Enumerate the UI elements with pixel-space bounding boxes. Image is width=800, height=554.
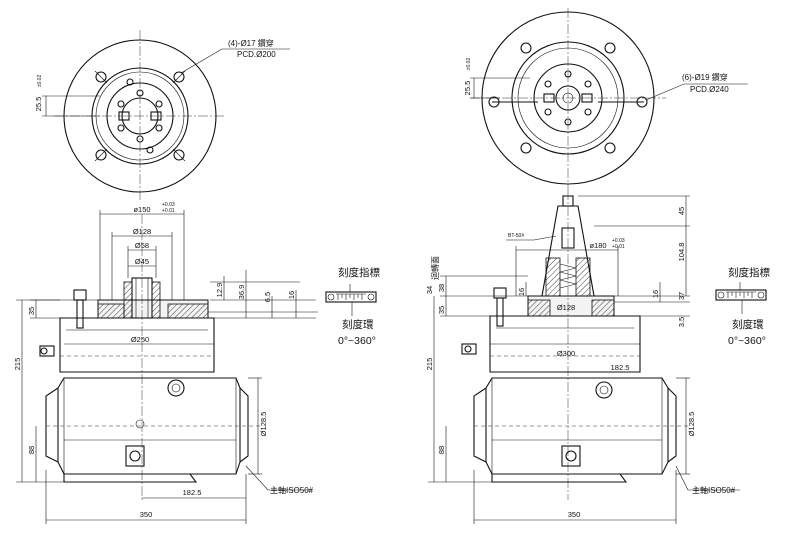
right-top-view — [470, 8, 748, 190]
left-scale-ring-label: 刻度環 — [342, 318, 374, 331]
left-dim-36-9: 36.9 — [237, 285, 246, 300]
left-dim-350: 350 — [140, 510, 153, 519]
right-dim-182-5: 182.5 — [611, 363, 630, 372]
right-dim-16a: 16 — [517, 288, 526, 296]
left-pcd-note: PCD.Ø200 — [237, 50, 276, 59]
right-dia180-tol-upper: +0.03 — [612, 238, 625, 244]
left-dia150: ø150 — [133, 205, 150, 214]
left-top-view — [42, 30, 290, 200]
right-front-view — [428, 190, 740, 524]
right-top-tol: ±0.02 — [466, 58, 472, 71]
left-dia250: Ø250 — [131, 335, 149, 344]
left-dia150-tol-upper: +0.03 — [162, 202, 175, 208]
left-dia58: Ø58 — [135, 241, 149, 250]
right-scale-index-label: 刻度指標 — [728, 266, 770, 279]
left-hole-note: (4)-Ø17 鑽穿 — [228, 38, 274, 48]
right-dim-88: 88 — [437, 446, 446, 454]
left-top-tol: ±0.02 — [37, 75, 43, 88]
left-scale-index-label: 刻度指標 — [338, 266, 380, 279]
left-front-view — [16, 210, 318, 524]
right-scale-detail — [715, 282, 767, 314]
right-dim-16b: 16 — [651, 290, 660, 298]
left-dia128-5: Ø128.5 — [259, 412, 268, 437]
right-dim-350: 350 — [568, 510, 581, 519]
right-spindle-note: 主軸ISO50# — [692, 485, 736, 495]
right-dim-3-5: 3.5 — [677, 317, 686, 327]
right-dim-38: 38 — [437, 284, 446, 292]
right-dim-104-8: 104.8 — [677, 243, 686, 262]
left-dim-16: 16 — [287, 291, 296, 299]
right-dia180: ø180 — [589, 241, 606, 250]
right-side-note: 迴轉面 — [430, 256, 440, 280]
right-dim-34: 34 — [425, 286, 434, 294]
left-spindle-note: 主軸ISO50# — [270, 485, 314, 495]
right-dia180-tol-lower: +0.01 — [612, 244, 625, 250]
right-dia300: Ø300 — [557, 349, 575, 358]
right-dim-45: 45 — [677, 207, 686, 215]
right-scale-ring-label: 刻度環 — [732, 318, 764, 331]
right-bt-label: BT-50# — [508, 233, 524, 239]
left-dim-88: 88 — [27, 446, 36, 454]
right-hole-note: (6)-Ø19 鑽穿 — [682, 72, 728, 82]
right-top-dim: 25.5 — [463, 81, 472, 96]
right-dim-37: 37 — [677, 292, 686, 300]
left-dia150-tol-lower: +0.01 — [162, 208, 175, 214]
left-angle-range: 0°~360° — [338, 335, 376, 347]
left-dim-35: 35 — [27, 307, 36, 315]
left-scale-detail — [325, 284, 377, 316]
right-dim-215: 215 — [425, 358, 434, 371]
left-dim-12-9: 12.9 — [215, 283, 224, 298]
left-top-dim: 25.5 — [34, 97, 43, 112]
right-pcd-note: PCD.Ø240 — [690, 85, 729, 94]
right-dim-35: 35 — [437, 306, 446, 314]
right-dia128-5: Ø128.5 — [687, 412, 696, 437]
right-angle-range: 0°~360° — [728, 335, 766, 347]
left-dim-215: 215 — [13, 358, 22, 371]
left-dia45: Ø45 — [135, 257, 149, 266]
left-dim-6-5: 6.5 — [263, 292, 272, 302]
right-dia128: Ø128 — [557, 303, 575, 312]
left-dim-182-5: 182.5 — [183, 488, 202, 497]
left-dia128: Ø128 — [133, 227, 151, 236]
